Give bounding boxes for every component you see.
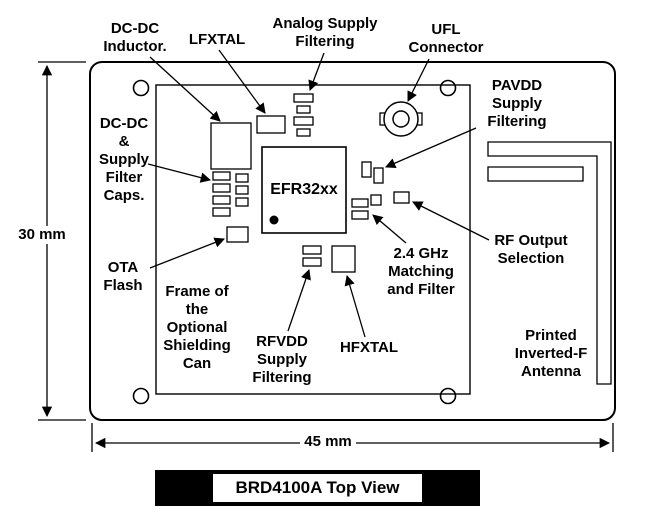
pavdd-caps [361, 161, 384, 184]
chip-pin1-dot [269, 215, 279, 225]
antenna-trace [487, 141, 612, 385]
label-shield-frame: Frame of the Optional Shielding Can [163, 283, 231, 372]
label-matching-filter: 2.4 GHz Matching and Filter [387, 245, 455, 298]
label-supply-caps: DC-DC & Supply Filter Caps. [98, 115, 149, 204]
arrow-rf-output [412, 201, 490, 241]
hfxtal-part [331, 245, 356, 273]
label-ota-flash: OTA Flash [103, 259, 143, 294]
label-dcdc-inductor: DC-DC Inductor. [103, 20, 167, 55]
rfvdd-caps [302, 245, 322, 267]
height-dimension-value: 30 mm [14, 226, 70, 244]
dcdc-inductor-part [210, 122, 252, 170]
label-hfxtal: HFXTAL [339, 339, 399, 356]
arrow-matching [372, 214, 407, 244]
arrow-supply-caps [147, 163, 212, 183]
arrow-dcdc-inductor [149, 56, 221, 122]
analog-supply-caps [293, 93, 314, 137]
label-antenna: Printed Inverted-F Antenna [514, 327, 588, 380]
lfxtal-part [256, 115, 286, 134]
arrow-lfxtal [218, 49, 266, 114]
matching-filter-parts [351, 194, 382, 220]
label-lfxtal: LFXTAL [188, 31, 246, 48]
arrow-ota-flash [149, 237, 225, 269]
arrow-hfxtal [344, 275, 366, 338]
efr32-chip [261, 146, 347, 234]
arrow-pavdd [385, 127, 477, 169]
chip-label: EFR32xx [270, 181, 338, 198]
rf-output-part [393, 191, 410, 204]
caption-text: BRD4100A Top View [213, 474, 422, 502]
mounting-hole-top-left [132, 79, 150, 97]
arrow-ufl-connector [407, 58, 430, 102]
ota-flash-part [226, 226, 249, 243]
components [210, 93, 612, 385]
callout-arrows [147, 49, 490, 338]
arrow-rfvdd [287, 269, 311, 332]
mounting-hole-bottom-right [439, 387, 457, 405]
label-analog-supply: Analog Supply Filtering [272, 15, 378, 50]
label-pavdd: PAVDD Supply Filtering [487, 77, 547, 130]
arrow-analog-supply [308, 52, 325, 91]
label-rfvdd: RFVDD Supply Filtering [252, 333, 312, 386]
width-dimension-value: 45 mm [300, 433, 356, 451]
label-ufl-connector: UFL Connector [408, 21, 484, 56]
ufl-connector-part [379, 101, 423, 137]
supply-filter-caps [212, 171, 249, 217]
caption-bar: BRD4100A Top View [155, 470, 480, 506]
label-rf-output: RF Output Selection [494, 232, 568, 267]
mounting-hole-bottom-left [132, 387, 150, 405]
mounting-hole-top-right [439, 79, 457, 97]
